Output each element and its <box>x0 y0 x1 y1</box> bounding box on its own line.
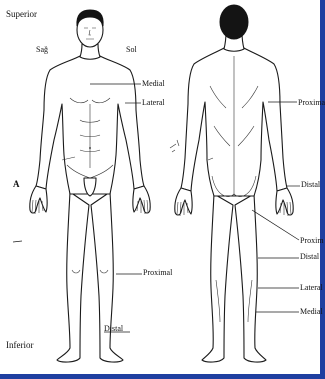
label-back-lateral: Lateral <box>300 283 323 292</box>
label-sol: Sol <box>126 45 137 54</box>
label-back-medial: Medial <box>300 307 323 316</box>
label-front-proximal: Proximal <box>143 268 172 277</box>
label-front-distal: Distal <box>104 324 123 333</box>
label-superior: Superior <box>6 10 37 19</box>
label-back-distal-upper: Distal <box>301 180 320 189</box>
label-front-lateral: Lateral <box>142 98 165 107</box>
label-back-proximal: Proximal <box>298 98 325 107</box>
label-front-medial: Medial <box>142 79 165 88</box>
label-figure-letter: A <box>13 180 20 189</box>
back-body-figure <box>175 5 293 362</box>
label-back-distal-lower: Distal <box>300 252 319 261</box>
label-back-proxim: Proxim <box>300 236 324 245</box>
label-sag: Sağ <box>36 45 48 54</box>
margin-mark <box>170 140 179 152</box>
label-inferior: Inferior <box>6 341 33 350</box>
front-body-figure <box>30 10 150 362</box>
